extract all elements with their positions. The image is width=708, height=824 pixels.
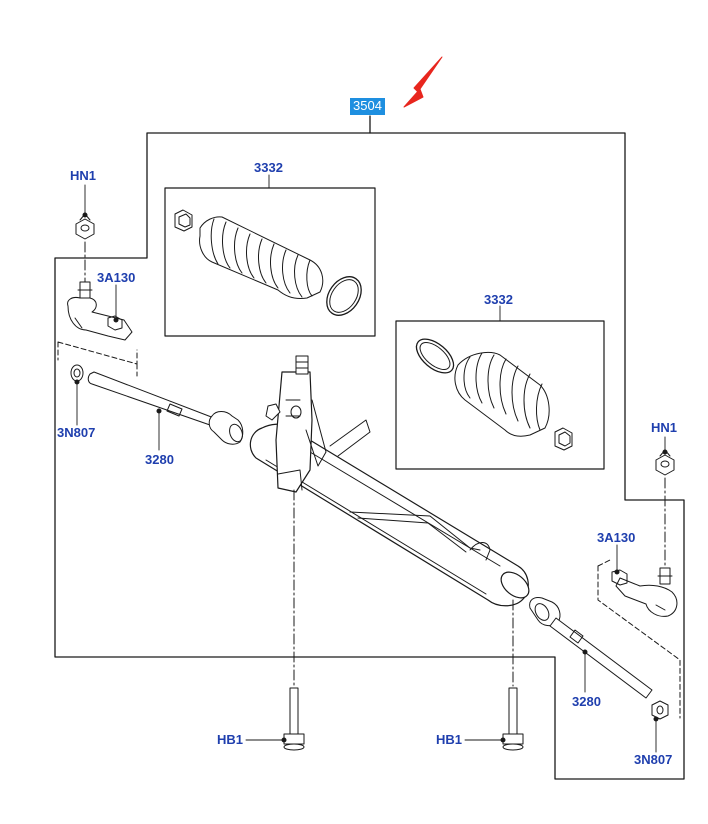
callout-hb1-left[interactable]: HB1: [217, 732, 244, 747]
callout-3n807-right[interactable]: 3N807: [634, 752, 673, 767]
left-nut-hn1: [75, 213, 95, 240]
callout-hn1-right[interactable]: HN1: [651, 420, 678, 435]
left-mounting-bolt-hb1: [283, 489, 305, 751]
callout-3280-right[interactable]: 3280: [572, 694, 601, 709]
right-mounting-bolt-hb1: [502, 599, 524, 751]
right-tie-rod-end-dashed-frame: [597, 559, 681, 719]
callout-3a130-right[interactable]: 3A130: [597, 530, 636, 545]
right-tie-rod-3280: [529, 597, 653, 699]
left-tie-rod-end: [67, 281, 133, 341]
callout-hn1-left[interactable]: HN1: [70, 168, 97, 183]
red-pointer-arrow-icon: [403, 56, 443, 108]
callout-hb1-right[interactable]: HB1: [436, 732, 463, 747]
callout-dots: [74, 212, 668, 743]
callout-3280-left[interactable]: 3280: [145, 452, 174, 467]
left-tie-rod-end-dashed-frame: [57, 341, 138, 377]
steering-rack-housing: [249, 355, 530, 607]
assembly-callout-3504[interactable]: 3504: [350, 98, 385, 115]
callout-3332-upper[interactable]: 3332: [254, 160, 283, 175]
left-tie-rod-3280: [87, 371, 244, 445]
callout-3332-lower[interactable]: 3332: [484, 292, 513, 307]
upper-boot-drawing: [174, 209, 362, 316]
callout-3n807-left[interactable]: 3N807: [57, 425, 96, 440]
callout-leaders: [76, 174, 666, 753]
right-jam-nut-3n807: [651, 700, 669, 720]
left-jam-nut-3n807: [70, 364, 84, 382]
boot-inset-upper: [164, 187, 376, 337]
callout-3a130-left[interactable]: 3A130: [97, 270, 136, 285]
right-nut-hn1: [655, 449, 675, 476]
right-tie-rod-end: [611, 567, 678, 617]
assembly-outline: [54, 132, 685, 780]
lower-boot-drawing: [415, 338, 573, 451]
